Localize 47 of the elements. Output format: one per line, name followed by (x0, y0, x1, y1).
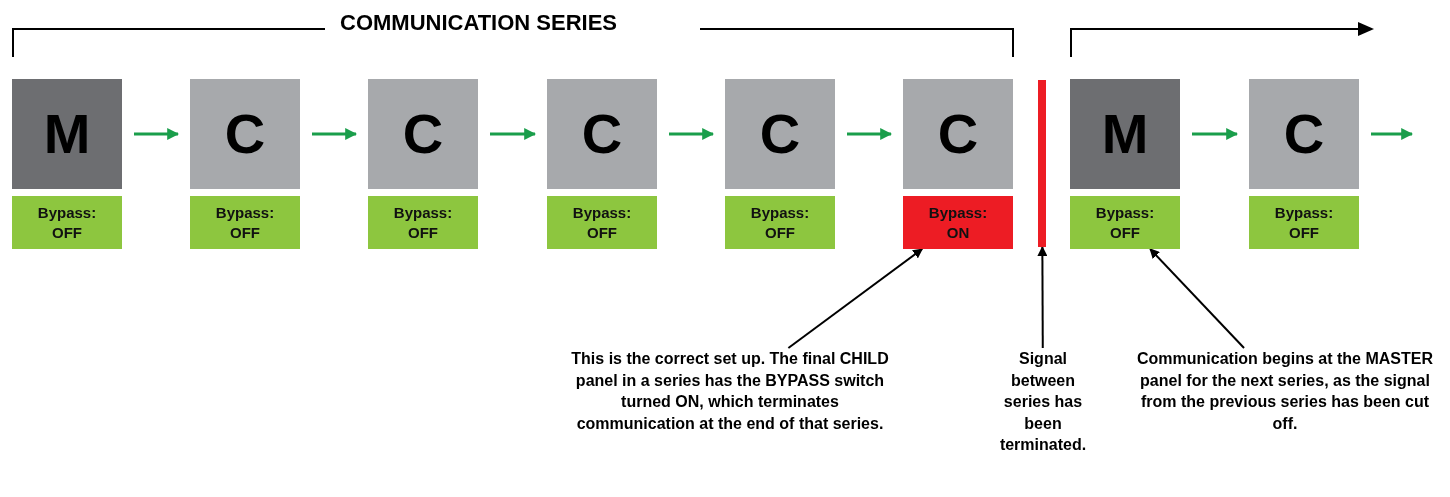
panel-letter: M (1101, 106, 1149, 162)
panel-box (1070, 79, 1180, 189)
arrow (490, 128, 537, 140)
panel-box (368, 79, 478, 189)
panel-box (1249, 79, 1359, 189)
panel-box (190, 79, 300, 189)
arrow (669, 128, 715, 140)
status-text: Bypass: OFF (393, 203, 453, 242)
signal-break-bar (1038, 80, 1046, 247)
status-text: Bypass: OFF (750, 203, 810, 242)
panel-letter: C (937, 106, 979, 162)
panel-box (725, 79, 835, 189)
bypass-status-box (547, 196, 657, 249)
panel-box (12, 79, 122, 189)
panel-letter: C (224, 106, 266, 162)
arrow (1192, 128, 1239, 140)
leader-line (1037, 246, 1048, 349)
status-text: Bypass: OFF (1095, 203, 1155, 242)
bypass-status-box (903, 196, 1013, 249)
arrow (1371, 128, 1414, 140)
arrow (312, 128, 358, 140)
bypass-status-box (1070, 196, 1180, 249)
bypass-status-box (368, 196, 478, 249)
panel-letter: C (402, 106, 444, 162)
bypass-status-box (725, 196, 835, 249)
note-text: Signal between series has been terminated. (997, 348, 1089, 456)
status-text: Bypass: ON (928, 203, 988, 242)
bypass-status-box (190, 196, 300, 249)
status-text: Bypass: OFF (215, 203, 275, 242)
status-text: Bypass: OFF (1274, 203, 1334, 242)
arrow (134, 128, 180, 140)
arrow (847, 128, 893, 140)
panel-box (903, 79, 1013, 189)
bypass-status-box (1249, 196, 1359, 249)
leader-line (787, 248, 924, 349)
leader-line (1149, 248, 1246, 349)
status-text: Bypass: OFF (572, 203, 632, 242)
note-text: This is the correct set up. The final CHILD panel in a series has the BYPASS switch turned ON, which terminates communication at the end of that series. (570, 348, 890, 435)
panel-letter: M (43, 106, 91, 162)
panel-letter: C (581, 106, 623, 162)
panel-box (547, 79, 657, 189)
series-label: COMMUNICATION SERIES (340, 10, 618, 36)
panel-letter: C (1283, 106, 1325, 162)
bypass-status-box (12, 196, 122, 249)
status-text: Bypass: OFF (37, 203, 97, 242)
panel-letter: C (759, 106, 801, 162)
note-text: Communication begins at the MASTER panel for the next series, as the signal from the previous series has been cut off. (1130, 348, 1440, 435)
